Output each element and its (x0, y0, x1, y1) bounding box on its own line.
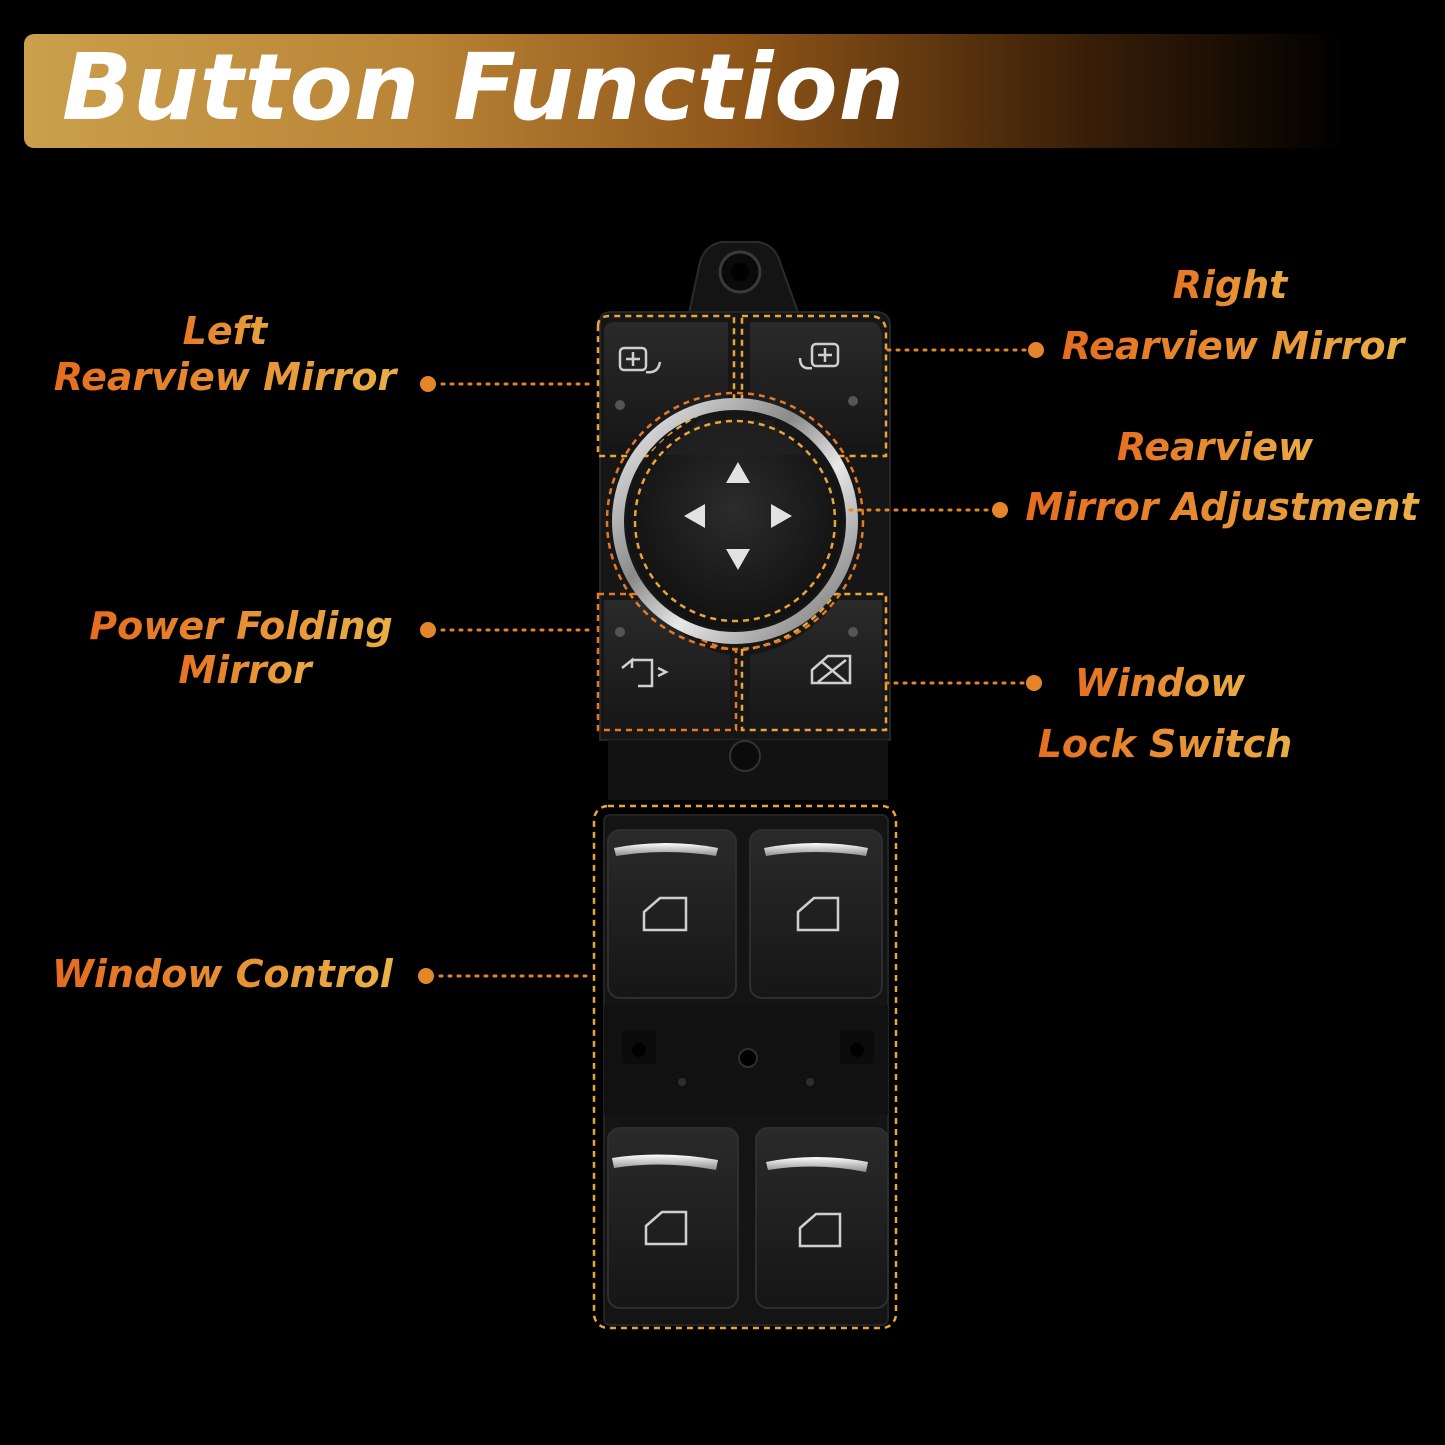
right-mirror-key[interactable] (740, 314, 888, 458)
mirror-select-icon (618, 342, 840, 374)
leader-lines (438, 348, 1032, 978)
window-control-outline (592, 804, 898, 1330)
label-window-lock-line1: Window (1060, 660, 1260, 706)
label-mirror-adjust-line2: Mirror Adjustment (1012, 484, 1432, 530)
label-left-mirror-line1: Left (150, 308, 300, 354)
label-window-control: Window Control (52, 952, 393, 996)
label-power-folding-line2: Mirror (160, 647, 330, 693)
page-title: Button Function (62, 34, 906, 141)
power-folding-key[interactable] (596, 592, 738, 735)
window-icon (796, 896, 840, 932)
arrow-icon (684, 462, 792, 570)
label-power-folding-line1: Power Folding (76, 603, 406, 649)
title-banner (24, 34, 1344, 148)
label-right-mirror-line2: Rearview Mirror (1048, 323, 1418, 369)
leader-dots (418, 342, 1044, 984)
window-icon (644, 1210, 688, 1246)
mounting-tab (686, 241, 802, 319)
mirror-adjust-knob[interactable] (605, 391, 865, 651)
window-lock-key[interactable] (740, 592, 888, 735)
label-left-mirror-line2: Rearview Mirror (40, 354, 410, 400)
window-lock-icon (810, 654, 852, 685)
label-window-lock-line2: Lock Switch (1020, 721, 1310, 767)
label-right-mirror-line1: Right (1150, 262, 1310, 308)
label-mirror-adjust-line1: Rearview (1100, 424, 1330, 470)
window-icon (798, 1212, 842, 1248)
window-key-rear-right[interactable] (755, 1127, 889, 1309)
window-key-front-right[interactable] (749, 829, 883, 999)
window-key-rear-left[interactable] (607, 1127, 739, 1309)
window-key-front-left[interactable] (607, 829, 737, 999)
mirror-fold-icon (621, 657, 669, 688)
window-icon (642, 896, 688, 932)
